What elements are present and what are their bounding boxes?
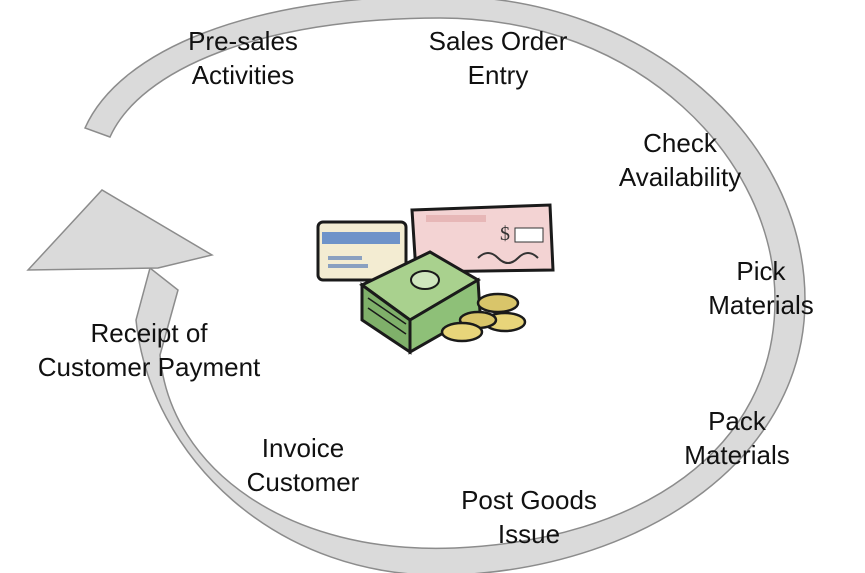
step-pack-materials: Pack Materials	[684, 404, 789, 472]
cycle-arrowhead	[26, 189, 214, 271]
step-pre-sales-line-2: Activities	[191, 60, 295, 90]
step-pick-materials: Pick Materials	[708, 254, 813, 322]
step-pre-sales-line-1: Pre-sales	[188, 26, 298, 56]
step-invoice-customer-line-2: Customer	[246, 467, 360, 497]
step-invoice-customer: Invoice Customer	[247, 431, 360, 499]
coins-icon	[440, 292, 527, 343]
step-receipt-of-payment-line-2: Customer Payment	[37, 352, 261, 382]
credit-card-icon	[316, 220, 408, 282]
step-post-goods-issue: Post Goods Issue	[461, 483, 597, 551]
step-post-goods-issue-line-1: Post Goods	[461, 485, 597, 515]
step-pick-materials-line-2: Materials	[708, 290, 814, 320]
step-pack-materials-line-1: Pack	[708, 406, 766, 436]
step-sales-order-entry: Sales Order Entry	[429, 24, 568, 92]
cycle-arrow-band	[83, 0, 806, 573]
step-check-availability: Check Availability	[619, 126, 741, 194]
step-check-availability-line-2: Availability	[618, 162, 742, 192]
step-pre-sales: Pre-sales Activities	[188, 24, 298, 92]
cash-stack-icon	[359, 250, 482, 355]
step-post-goods-issue-line-2: Issue	[497, 519, 561, 549]
step-receipt-of-payment-line-1: Receipt of	[90, 318, 208, 348]
step-invoice-customer-line-1: Invoice	[261, 433, 345, 463]
step-check-availability-line-1: Check	[643, 128, 717, 158]
step-sales-order-entry-line-1: Sales Order	[428, 26, 568, 56]
step-sales-order-entry-line-2: Entry	[467, 60, 529, 90]
step-pick-materials-line-1: Pick	[736, 256, 786, 286]
svg-text:$: $	[500, 223, 510, 245]
check-icon: $	[410, 203, 555, 274]
step-pack-materials-line-2: Materials	[684, 440, 790, 470]
money-clipart-icon: $	[316, 203, 555, 355]
step-receipt-of-payment: Receipt of Customer Payment	[38, 316, 261, 384]
